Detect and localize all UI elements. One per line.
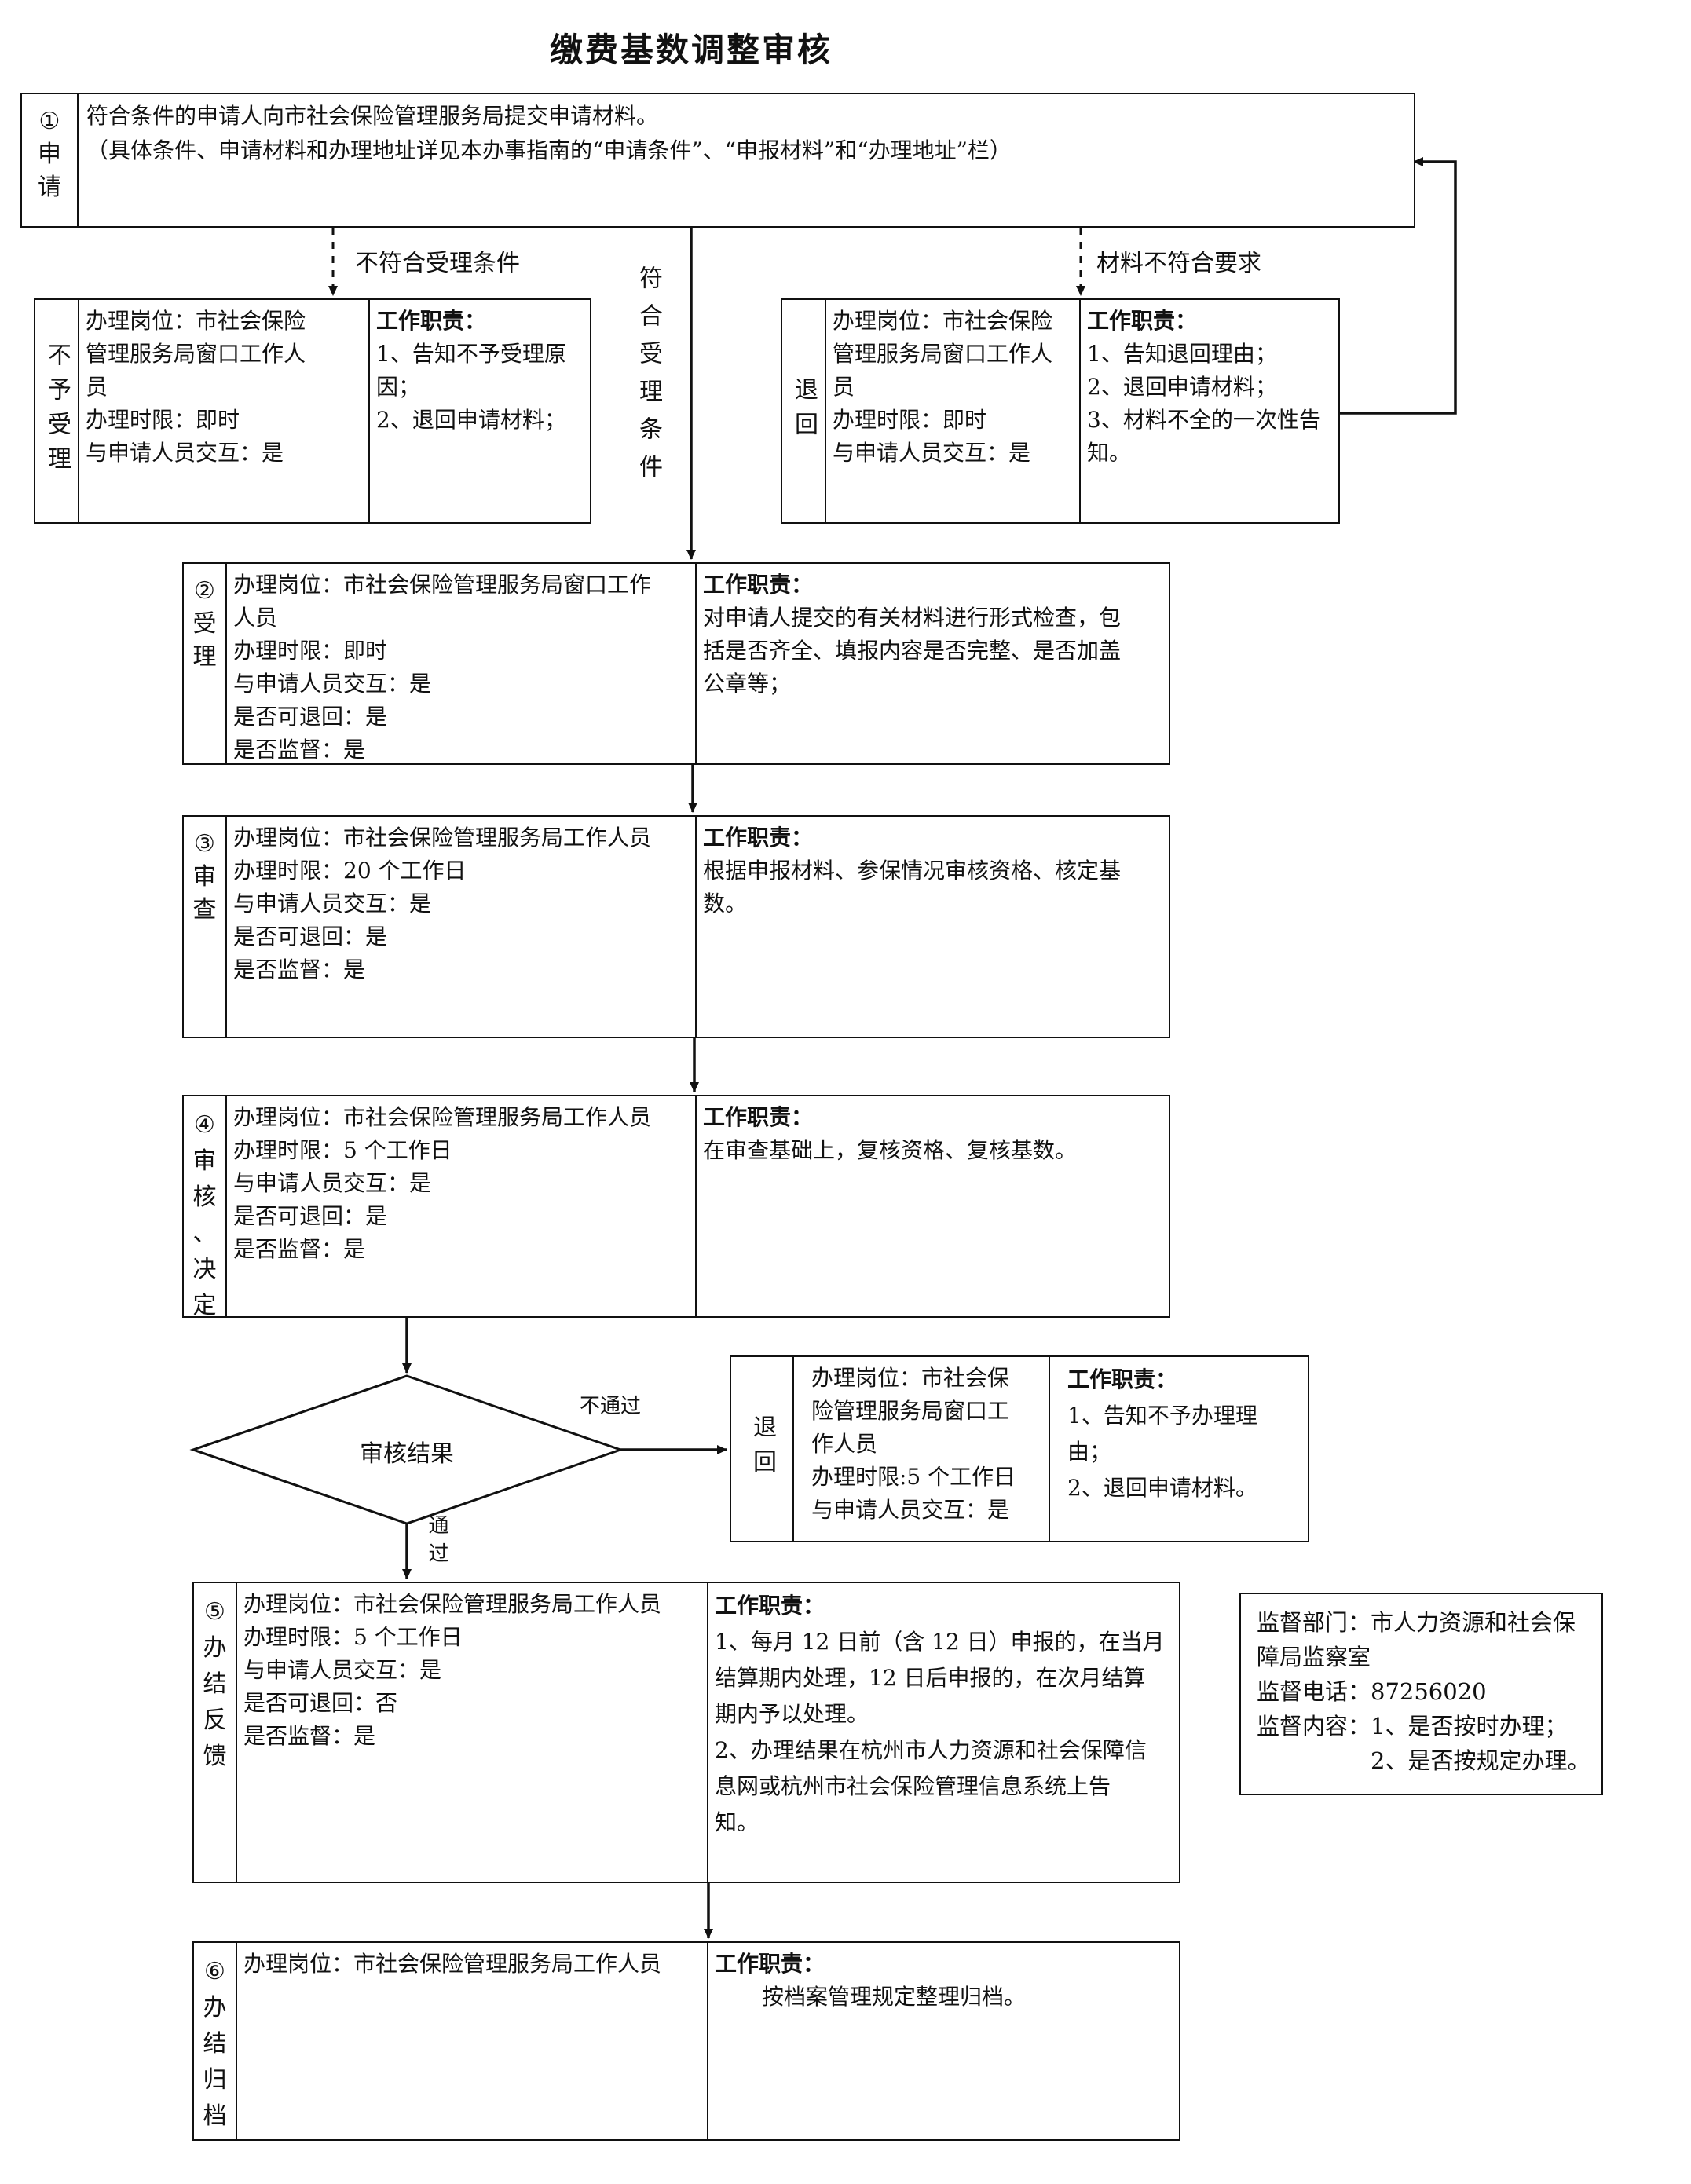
step4-duty: 工作职责：在审查基础上，复核资格、复核基数。 xyxy=(703,1104,1078,1163)
step2-info: 办理岗位：市社会保险管理服务局窗口工作人员办理时限：即时与申请人员交互：是是否可… xyxy=(227,564,697,763)
note-acceptable: 符合受理条件 xyxy=(635,265,662,492)
return-box: 退回 办理岗位：市社会保险管理服务局窗口工作人员办理时限：即时与申请人员交互：是… xyxy=(781,298,1340,524)
step4-info: 办理岗位：市社会保险管理服务局工作人员办理时限：5 个工作日与申请人员交互：是是… xyxy=(227,1096,697,1316)
reject-label: 不予受理 xyxy=(35,300,79,522)
step3-info: 办理岗位：市社会保险管理服务局工作人员办理时限：20 个工作日与申请人员交互：是… xyxy=(227,817,697,1037)
return-info: 办理岗位：市社会保险管理服务局窗口工作人员办理时限：即时与申请人员交互：是 xyxy=(826,300,1081,522)
page-title: 缴费基数调整审核 xyxy=(550,31,833,69)
arrow-return-loop xyxy=(1335,157,1457,415)
return-duty: 工作职责：1、告知退回理由；2、退回申请材料；3、材料不全的一次性告知。 xyxy=(1087,308,1321,466)
note-pass: 通过 xyxy=(425,1514,448,1571)
step3-duty: 工作职责：根据申报材料、参保情况审核资格、核定基数。 xyxy=(703,825,1122,916)
step6-duty: 工作职责：按档案管理规定整理归档。 xyxy=(715,1951,1027,2010)
return2-duty: 工作职责：1、告知不予办理理由；2、退回申请材料。 xyxy=(1067,1366,1257,1501)
note-fail: 不通过 xyxy=(580,1395,642,1418)
reject-duty: 工作职责：1、告知不予受理原因；2、退回申请材料； xyxy=(376,308,566,433)
step5-duty: 工作职责：1、每月 12 日前（含 12 日）申报的，在当月结算期内处理，12 … xyxy=(715,1593,1165,1835)
return2-box: 退回 办理岗位：市社会保险管理服务局窗口工作人员办理时限:5 个工作日与申请人员… xyxy=(730,1355,1309,1542)
step1-text: 符合条件的申请人向市社会保险管理服务局提交申请材料。（具体条件、申请材料和办理地… xyxy=(86,103,1012,163)
return2-info: 办理岗位：市社会保险管理服务局窗口工作人员办理时限:5 个工作日与申请人员交互：… xyxy=(794,1357,1050,1541)
step5-info: 办理岗位：市社会保险管理服务局工作人员办理时限：5 个工作日与申请人员交互：是是… xyxy=(237,1583,708,1882)
decision-text: 审核结果 xyxy=(360,1440,454,1468)
step6-info: 办理岗位：市社会保险管理服务局工作人员 xyxy=(237,1943,708,2139)
return-label: 退回 xyxy=(782,300,826,522)
reject-info: 办理岗位：市社会保险管理服务局窗口工作人员办理时限：即时与申请人员交互：是 xyxy=(79,300,370,522)
reject-box: 不予受理 办理岗位：市社会保险管理服务局窗口工作人员办理时限：即时与申请人员交互… xyxy=(34,298,591,524)
step2-duty: 工作职责：对申请人提交的有关材料进行形式检查，包括是否齐全、填报内容是否完整、是… xyxy=(703,572,1122,697)
note-not-acceptable: 不符合受理条件 xyxy=(355,250,520,277)
return2-label: 退回 xyxy=(731,1357,794,1541)
note-materials-bad: 材料不符合要求 xyxy=(1096,250,1261,277)
